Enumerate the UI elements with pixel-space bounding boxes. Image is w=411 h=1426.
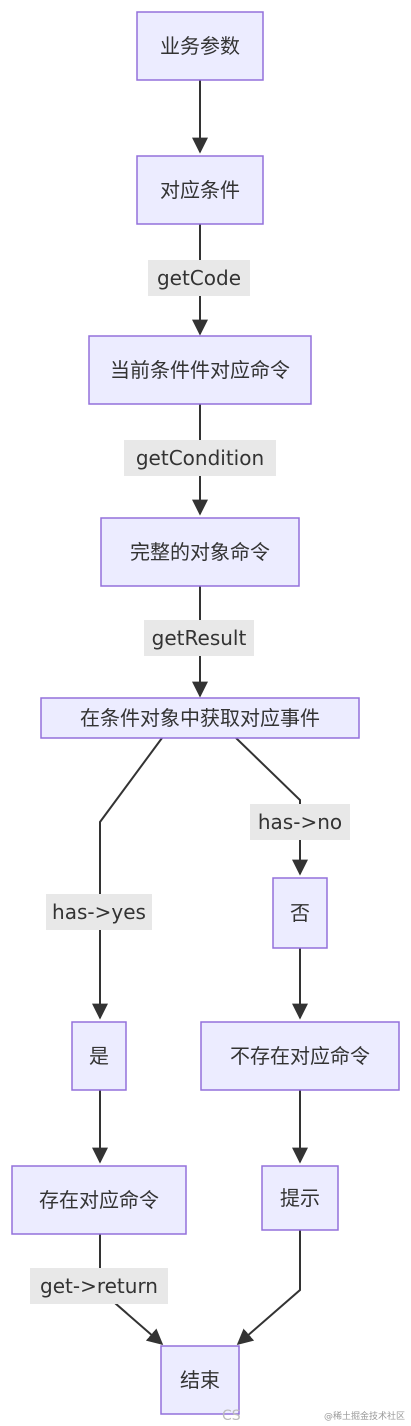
node-prompt: 提示 xyxy=(261,1165,339,1231)
label-get-condition-text: getCondition xyxy=(136,446,264,470)
nodes: 业务参数 对应条件 当前条件件对应命令 完整的对象命令 在条件对象中获取对应事件… xyxy=(11,11,400,1415)
label-get-condition: getCondition xyxy=(124,440,276,476)
node-prompt-label: 提示 xyxy=(280,1186,320,1210)
label-get-result: getResult xyxy=(144,620,254,656)
node-business-params: 业务参数 xyxy=(136,11,264,81)
node-matching-condition: 对应条件 xyxy=(136,155,264,225)
node-yes: 是 xyxy=(71,1021,127,1091)
node-get-event-label: 在条件对象中获取对应事件 xyxy=(80,706,320,730)
node-current-condition-command: 当前条件件对应命令 xyxy=(88,335,312,405)
edge-get-event-to-no xyxy=(235,737,308,876)
watermark: @稀土掘金技术社区 xyxy=(323,1412,405,1422)
label-get-result-text: getResult xyxy=(152,626,247,650)
node-command-not-exists: 不存在对应命令 xyxy=(200,1021,400,1091)
node-matching-condition-label: 对应条件 xyxy=(160,178,240,202)
label-get-code-text: getCode xyxy=(157,266,241,290)
node-command-not-exists-label: 不存在对应命令 xyxy=(230,1044,370,1068)
node-command-exists: 存在对应命令 xyxy=(11,1165,187,1235)
edge-labels: getCode getCondition getResult has->yes … xyxy=(30,260,350,1304)
edge-prompt-to-end xyxy=(236,1230,301,1346)
node-no-label: 否 xyxy=(290,901,310,925)
label-has-no-text: has->no xyxy=(258,810,342,834)
node-no: 否 xyxy=(272,877,328,949)
node-command-exists-label: 存在对应命令 xyxy=(39,1188,159,1212)
node-complete-object-command: 完整的对象命令 xyxy=(100,517,300,587)
label-get-return-text: get->return xyxy=(40,1274,158,1298)
label-has-no: has->no xyxy=(250,804,350,840)
label-has-yes: has->yes xyxy=(46,894,152,930)
label-get-return: get->return xyxy=(30,1268,168,1304)
label-get-code: getCode xyxy=(148,260,250,296)
edge-get-event-to-yes xyxy=(92,737,163,1020)
node-end-label: 结束 xyxy=(180,1368,220,1392)
node-complete-object-command-label: 完整的对象命令 xyxy=(130,540,270,564)
node-get-event: 在条件对象中获取对应事件 xyxy=(40,697,360,739)
node-yes-label: 是 xyxy=(89,1044,109,1068)
node-end: 结束 xyxy=(160,1345,240,1415)
node-business-params-label: 业务参数 xyxy=(160,34,240,58)
label-has-yes-text: has->yes xyxy=(52,900,146,924)
watermark-partial: CS xyxy=(222,1408,241,1424)
node-current-condition-command-label: 当前条件件对应命令 xyxy=(110,358,290,382)
edges xyxy=(92,80,308,1346)
